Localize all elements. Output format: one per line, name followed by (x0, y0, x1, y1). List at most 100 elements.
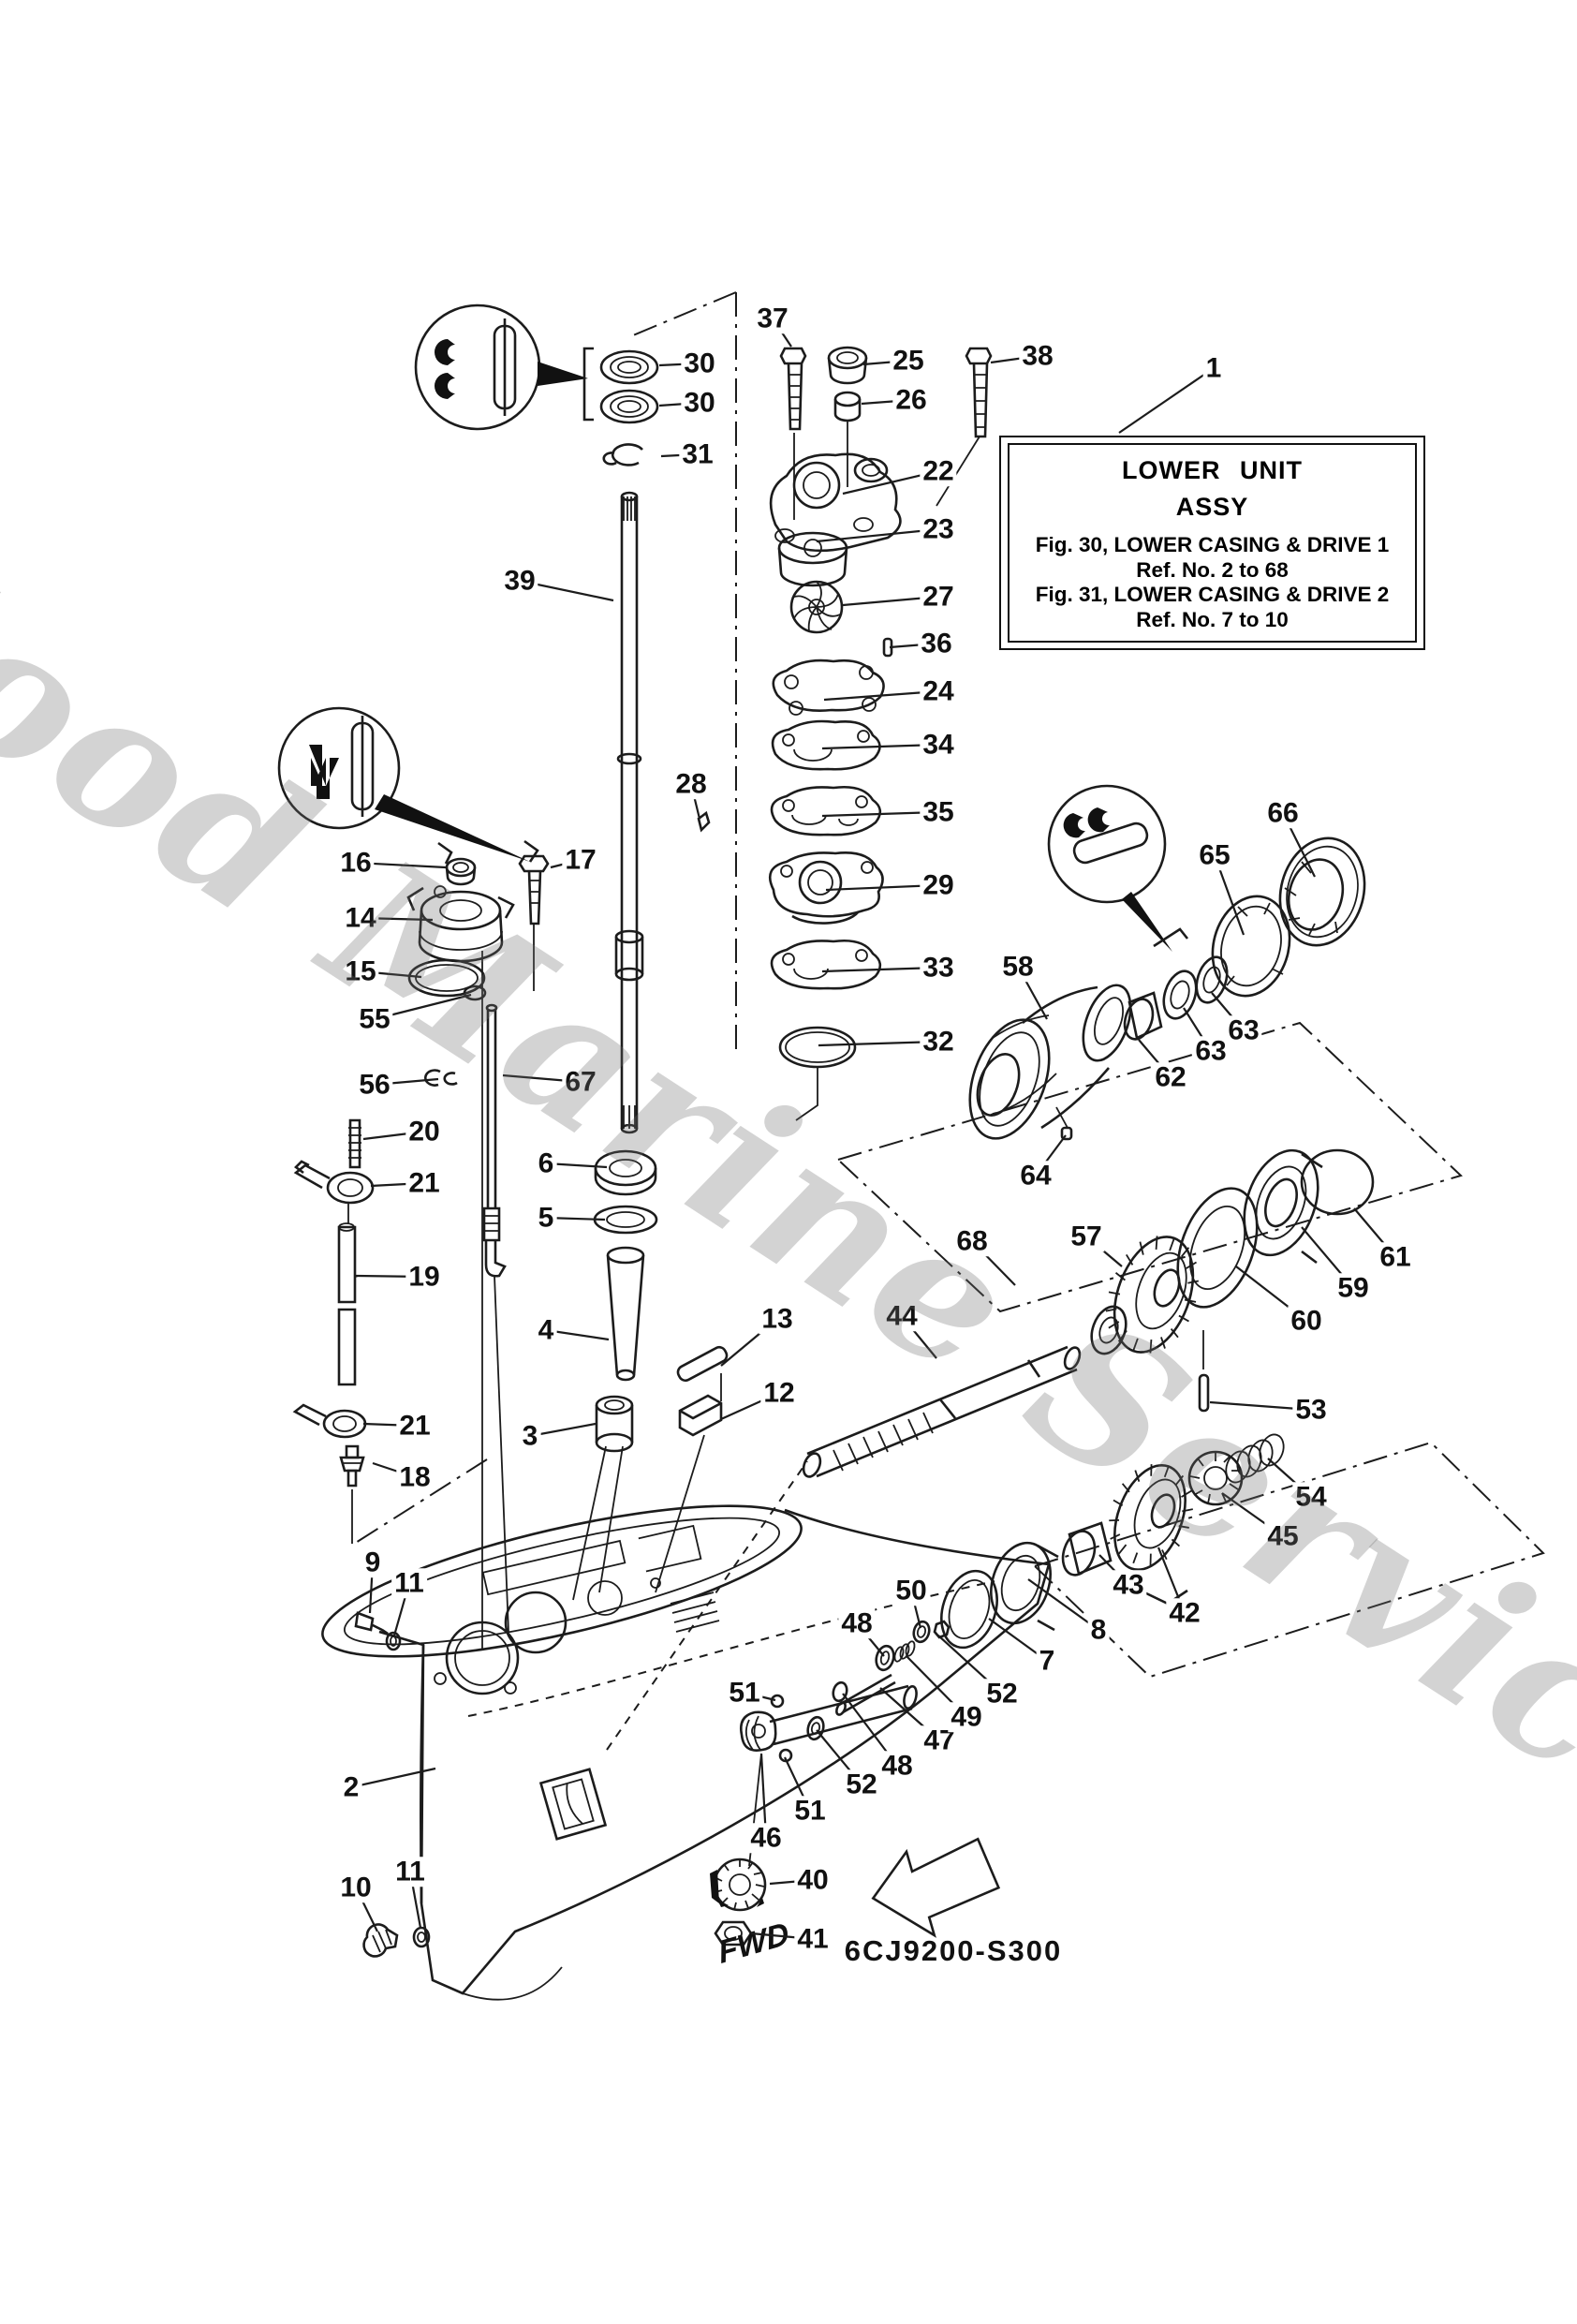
callout-21: 21 (405, 1168, 443, 1198)
callout-23: 23 (920, 514, 957, 544)
leader-line-34 (821, 743, 939, 750)
leader-line-35 (821, 810, 939, 818)
callout-45: 45 (1264, 1521, 1302, 1551)
callout-66: 66 (1264, 798, 1302, 828)
callout-24: 24 (920, 676, 957, 706)
callout-29: 29 (920, 870, 957, 900)
callout-65: 65 (1196, 840, 1233, 870)
leader-line-23 (816, 527, 939, 543)
callout-49: 49 (948, 1702, 985, 1732)
info-box-fig2: Fig. 31, LOWER CASING & DRIVE 2 (1035, 583, 1390, 607)
callout-35: 35 (920, 797, 957, 827)
water-pump-stack (769, 346, 993, 1121)
info-box-inner: LOWER UNIT ASSY Fig. 30, LOWER CASING & … (1008, 443, 1417, 643)
callout-43: 43 (1110, 1570, 1147, 1600)
callout-30: 30 (681, 348, 718, 378)
callout-68: 68 (953, 1226, 991, 1256)
callout-12: 12 (760, 1378, 798, 1408)
callout-56: 56 (356, 1070, 393, 1100)
detail-circle-pin-clip (1047, 784, 1189, 952)
callout-2: 2 (340, 1772, 362, 1802)
callout-4: 4 (535, 1315, 557, 1345)
callout-28: 28 (672, 769, 710, 799)
detail-circle-m-clip (277, 706, 539, 863)
callout-33: 33 (920, 953, 957, 983)
callout-64: 64 (1017, 1161, 1054, 1191)
callout-38: 38 (1019, 341, 1056, 371)
callout-46: 46 (747, 1823, 785, 1853)
callout-3: 3 (519, 1421, 541, 1451)
leader-line-3 (529, 1422, 597, 1438)
callout-51: 51 (726, 1678, 763, 1708)
callout-44: 44 (883, 1301, 921, 1331)
callout-54: 54 (1292, 1482, 1330, 1512)
callout-8: 8 (1087, 1615, 1110, 1645)
callout-7: 7 (1036, 1646, 1058, 1676)
callout-11: 11 (392, 1857, 428, 1887)
callout-48: 48 (838, 1608, 876, 1638)
callout-41: 41 (794, 1924, 832, 1954)
callout-32: 32 (920, 1027, 957, 1057)
detail-circle-clips (414, 303, 594, 431)
callout-18: 18 (396, 1462, 434, 1492)
callout-1: 1 (1202, 353, 1225, 383)
callout-19: 19 (405, 1262, 443, 1292)
callout-58: 58 (999, 952, 1037, 982)
callout-21: 21 (396, 1411, 434, 1441)
leader-line-2 (350, 1767, 436, 1789)
callout-30: 30 (681, 388, 718, 418)
leader-line-8 (1027, 1578, 1099, 1631)
prop-shaft-gear-cluster (802, 1106, 1375, 1478)
callout-5: 5 (535, 1203, 557, 1233)
callout-15: 15 (342, 956, 379, 986)
callout-51: 51 (791, 1796, 829, 1826)
bearing-carrier-cluster (968, 836, 1366, 1140)
leader-line-32 (818, 1040, 939, 1047)
callout-16: 16 (337, 848, 375, 878)
callout-22: 22 (920, 456, 957, 486)
callout-59: 59 (1334, 1273, 1372, 1303)
callout-20: 20 (405, 1117, 443, 1147)
shift-rod-group (292, 841, 550, 1649)
reverse-gear-cluster (940, 1330, 1285, 1650)
callout-36: 36 (918, 629, 955, 659)
callout-40: 40 (794, 1865, 832, 1895)
callout-31: 31 (679, 439, 716, 469)
callout-50: 50 (892, 1576, 930, 1606)
callout-39: 39 (501, 566, 538, 596)
info-box-subtitle: ASSY (1175, 493, 1249, 521)
info-box-fig1: Fig. 30, LOWER CASING & DRIVE 1 (1035, 533, 1390, 556)
callout-37: 37 (754, 303, 791, 333)
lower-unit-info-box: LOWER UNIT ASSY Fig. 30, LOWER CASING & … (999, 436, 1425, 650)
callout-52: 52 (983, 1679, 1021, 1709)
leader-line-1 (1118, 367, 1215, 434)
leader-line-24 (823, 689, 939, 702)
callout-60: 60 (1288, 1306, 1325, 1336)
callout-14: 14 (342, 903, 379, 933)
callout-61: 61 (1377, 1242, 1414, 1272)
shift-cam-parts (710, 1620, 951, 1947)
callout-63: 63 (1192, 1036, 1230, 1066)
callout-63: 63 (1225, 1015, 1262, 1045)
callout-62: 62 (1152, 1062, 1189, 1092)
leader-line-29 (825, 883, 939, 892)
callout-52: 52 (843, 1769, 880, 1799)
callout-6: 6 (535, 1148, 557, 1178)
info-box-ref2: Ref. No. 7 to 10 (1136, 607, 1289, 631)
callout-42: 42 (1166, 1598, 1203, 1628)
callout-10: 10 (337, 1873, 375, 1902)
callout-13: 13 (759, 1304, 796, 1334)
callout-55: 55 (356, 1004, 393, 1034)
callout-48: 48 (878, 1751, 916, 1781)
callout-27: 27 (920, 582, 957, 612)
leader-line-33 (821, 966, 939, 973)
callout-9: 9 (361, 1547, 384, 1577)
callout-25: 25 (890, 346, 927, 376)
callout-34: 34 (920, 730, 957, 760)
figure-part-code: 6CJ9200-S300 (844, 1934, 1063, 1967)
pinion-keys (655, 1345, 729, 1593)
info-box-title: LOWER UNIT (1122, 456, 1303, 484)
callout-17: 17 (562, 845, 599, 875)
info-box-ref1: Ref. No. 2 to 68 (1136, 557, 1289, 582)
